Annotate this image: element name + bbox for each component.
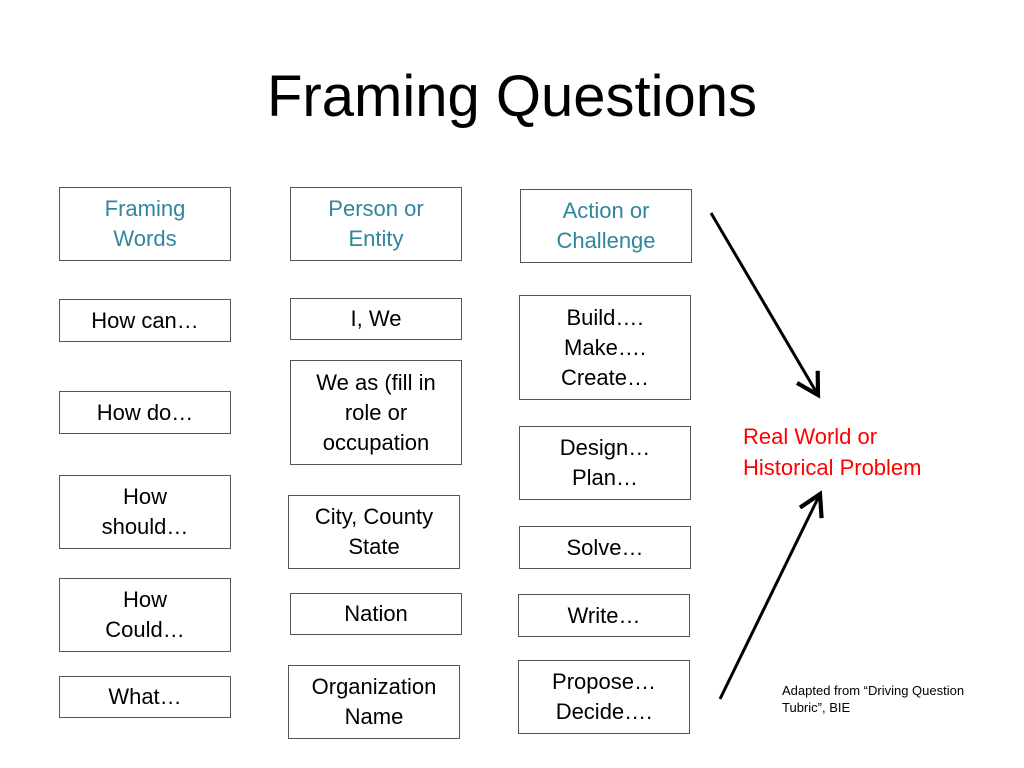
source-note: Adapted from “Driving Question Tubric”, …	[782, 683, 965, 715]
person-entity-box: We as (fill in role or occupation	[290, 360, 462, 465]
framing-words-header: Framing Words	[59, 187, 231, 261]
person-entity-box: I, We	[290, 298, 462, 340]
action-challenge-header: Action or Challenge	[520, 189, 692, 263]
arrow-down-to-target	[709, 212, 821, 399]
action-challenge-box: Build…. Make…. Create…	[519, 295, 691, 400]
framing-word-box: How should…	[59, 475, 231, 549]
arrow-up-to-target	[718, 490, 824, 700]
action-challenge-box: Write…	[518, 594, 690, 637]
slide-title: Framing Questions	[267, 64, 757, 129]
action-challenge-box: Propose… Decide….	[518, 660, 690, 734]
framing-word-box: What…	[59, 676, 231, 718]
target-problem-label: Real World or Historical Problem	[743, 424, 922, 480]
action-challenge-box: Solve…	[519, 526, 691, 569]
framing-word-box: How Could…	[59, 578, 231, 652]
person-entity-header: Person or Entity	[290, 187, 462, 261]
person-entity-box: City, County State	[288, 495, 460, 569]
framing-word-box: How can…	[59, 299, 231, 342]
framing-word-box: How do…	[59, 391, 231, 434]
action-challenge-box: Design… Plan…	[519, 426, 691, 500]
person-entity-box: Organization Name	[288, 665, 460, 739]
person-entity-box: Nation	[290, 593, 462, 635]
